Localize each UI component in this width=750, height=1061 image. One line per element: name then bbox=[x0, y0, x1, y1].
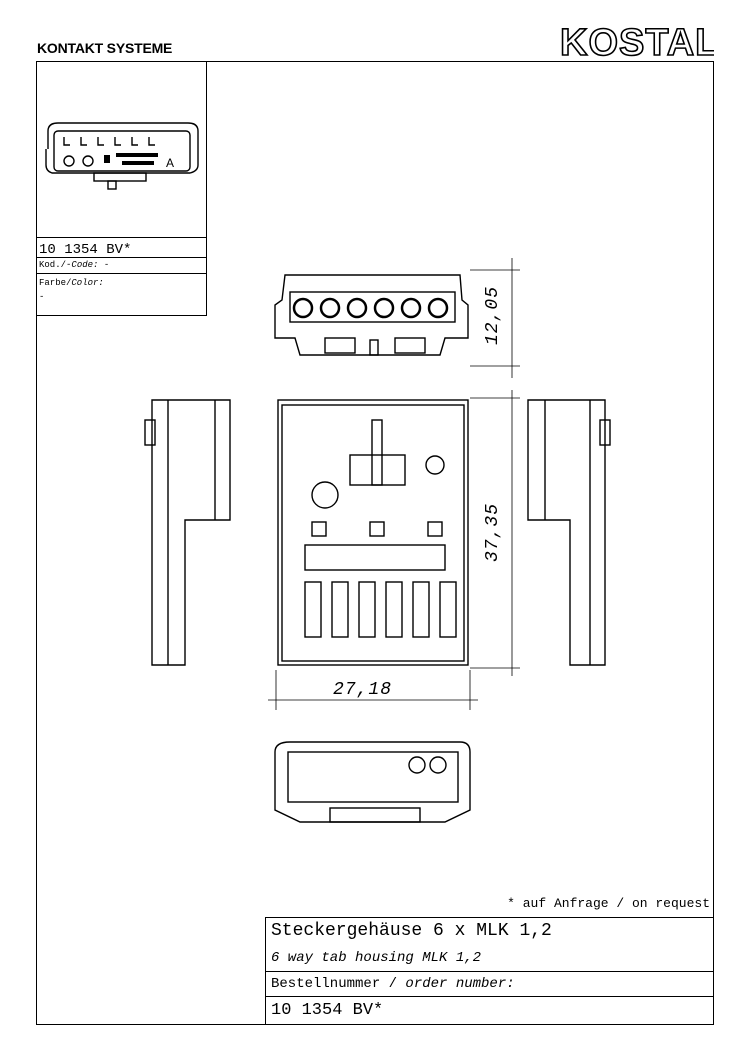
technical-drawing: 12,05 37,35 27,18 bbox=[144, 258, 611, 823]
svg-text:A: A bbox=[166, 156, 174, 170]
top-view-pins bbox=[292, 297, 449, 319]
code-label-en: -Code: bbox=[66, 260, 99, 270]
code-row: Kod./-Code: - bbox=[36, 257, 206, 273]
title-german: Steckergehäuse 6 x MLK 1,2 bbox=[271, 921, 552, 941]
order-label-de: Bestellnummer / bbox=[271, 976, 406, 992]
title-block: Steckergehäuse 6 x MLK 1,2 6 way tab hou… bbox=[265, 917, 714, 1025]
color-row: Farbe/Color: - bbox=[36, 273, 206, 316]
dimension-width-label: 27,18 bbox=[333, 680, 392, 700]
right-side-view bbox=[527, 399, 611, 666]
color-label-en: Color: bbox=[71, 278, 104, 288]
svg-text:KOSTAL: KOSTAL bbox=[560, 22, 714, 60]
color-value: - bbox=[39, 292, 45, 302]
kostal-logo: KOSTAL bbox=[560, 22, 714, 60]
color-label: Farbe/ bbox=[39, 278, 72, 288]
front-view bbox=[277, 399, 469, 666]
dimension-height-label: 12,05 bbox=[483, 286, 503, 345]
order-label: Bestellnummer / order number: bbox=[266, 971, 713, 996]
company-name: KONTAKT SYSTEME bbox=[37, 40, 173, 56]
request-note: * auf Anfrage / on request bbox=[507, 896, 710, 911]
dimension-height bbox=[470, 258, 520, 378]
dimension-width bbox=[268, 670, 478, 710]
left-side-view bbox=[144, 399, 231, 666]
drawing-frame bbox=[36, 61, 714, 1025]
bottom-view bbox=[274, 741, 471, 823]
order-number: 10 1354 BV* bbox=[266, 996, 713, 1024]
title-english: 6 way tab housing MLK 1,2 bbox=[271, 950, 482, 966]
info-box: A 10 1354 BV* Kod./-Code: - Farbe/Color:… bbox=[36, 61, 207, 316]
top-view bbox=[274, 274, 469, 356]
part-number: 10 1354 BV* bbox=[36, 237, 206, 258]
code-value: - bbox=[103, 260, 110, 270]
code-label: Kod./ bbox=[39, 260, 67, 270]
order-label-en: order number: bbox=[405, 976, 515, 992]
connector-thumbnail: A bbox=[45, 122, 199, 190]
dimension-length bbox=[470, 390, 520, 676]
dimension-length-label: 37,35 bbox=[483, 503, 503, 562]
